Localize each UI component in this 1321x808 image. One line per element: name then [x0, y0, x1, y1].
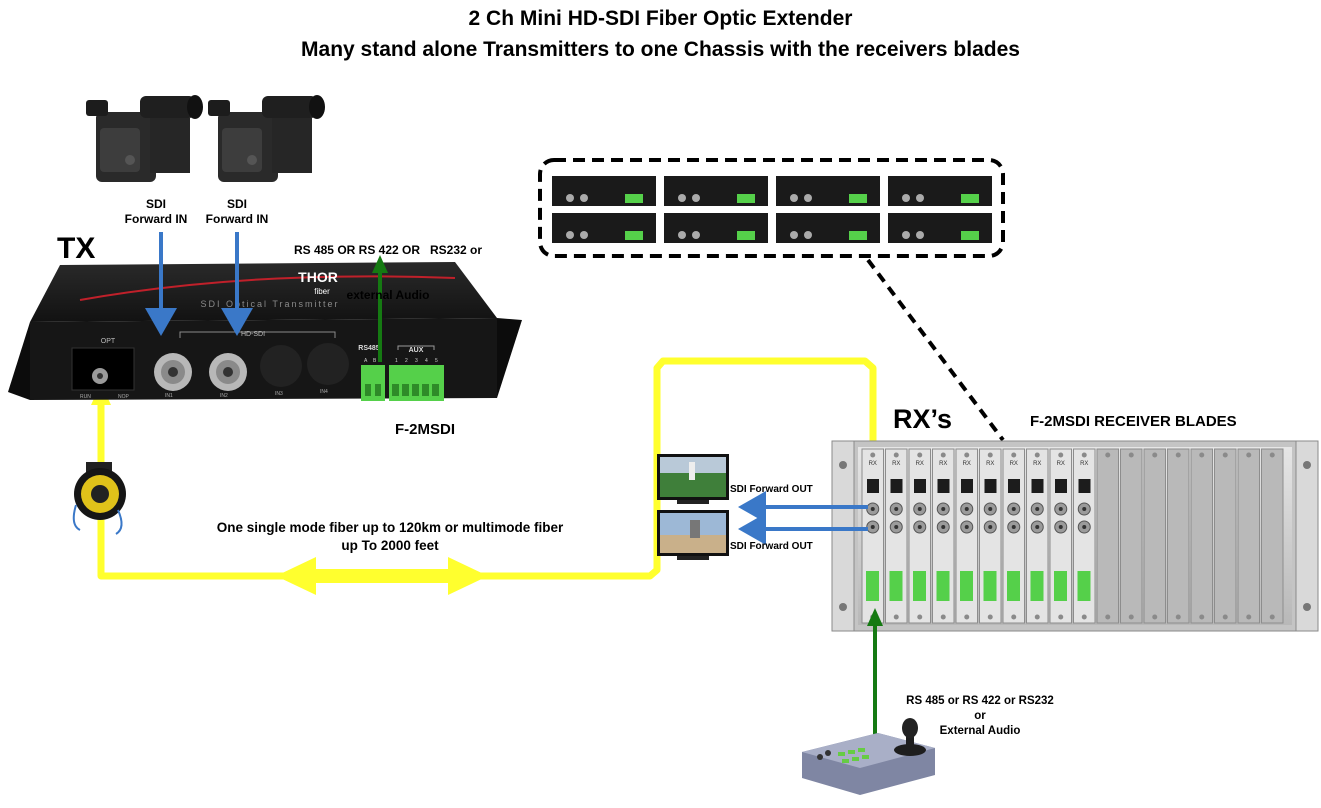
rx-blade: RX [885, 448, 908, 624]
tx-port-cap-3 [260, 345, 302, 387]
rx-unit-8 [888, 213, 992, 243]
rx-blade: RX [861, 448, 884, 624]
sdi-output-1-label: SDI Forward OUT [730, 484, 813, 495]
chassis-title: F-2MSDI RECEIVER BLADES [1030, 413, 1237, 430]
tx-rs-pin-a: A [364, 358, 368, 364]
rx-blade-label: RX [1080, 461, 1088, 467]
group-to-chassis-dashed-line [866, 258, 1005, 442]
tx-model-label: F-2MSDI [395, 421, 455, 438]
tx-panel-caption: SDI Optical Transmitter [200, 299, 339, 309]
sdi-input-1-label: SDI Forward IN [111, 197, 201, 227]
rx-blade-label: RX [1010, 461, 1018, 467]
tx-rs485-label: RS485 [358, 345, 380, 352]
empty-slot [1120, 448, 1143, 624]
rx-blade-label: RX [892, 461, 900, 467]
sdi-output-2-label: SDI Forward OUT [730, 541, 813, 552]
tx-port-label-4: IN4 [320, 389, 328, 395]
controller-label-line3: External Audio [939, 725, 1021, 737]
empty-slot [1190, 448, 1213, 624]
tx-port-label-2: IN2 [220, 393, 228, 399]
title-line-1: 2 Ch Mini HD-SDI Fiber Optic Extender [468, 7, 853, 30]
controller-label-line2: or [974, 710, 986, 722]
tx-aux-pin-5: 5 [435, 358, 438, 364]
empty-slot [1096, 448, 1119, 624]
rx-blade: RX [1002, 448, 1025, 624]
rx-unit-6 [664, 213, 768, 243]
tx-port-cap-4 [307, 343, 349, 385]
tx-aux-pin-1: 1 [395, 358, 398, 364]
tx-brand: THOR [298, 269, 338, 285]
rx-blade-label: RX [1057, 461, 1065, 467]
receiver-units-group [538, 158, 1005, 258]
camera-2-icon [208, 95, 325, 182]
tx-rs-pin-b: B [373, 358, 377, 364]
data-input-line1: RS 485 OR RS 422 OR RS232 or [293, 243, 483, 257]
tx-brand-sub: fiber [314, 287, 330, 296]
tx-aux-pin-2: 2 [405, 358, 408, 364]
rx-blade: RX [908, 448, 931, 624]
monitor-1-icon [657, 454, 729, 504]
rx-blade-label: RX [963, 461, 971, 467]
monitor-2-icon [657, 510, 729, 560]
sdi-input-1-line2: Forward IN [124, 212, 188, 226]
sdi-input-2-line1: SDI [226, 197, 247, 211]
sdi-input-1-line1: SDI [145, 197, 166, 211]
fiber-description-line2: up To 2000 feet [341, 538, 439, 553]
title-line-2: Many stand alone Transmitters to one Cha… [301, 38, 1020, 61]
fiber-arrow-left [276, 557, 316, 595]
tx-port-label-3: IN3 [275, 391, 283, 397]
tx-run-label: RUN [80, 394, 91, 400]
data-input-line2: external Audio [346, 288, 430, 302]
camera-1-icon [86, 95, 203, 182]
rx-blade: RX [932, 448, 955, 624]
fiber-arrow-right [448, 557, 488, 595]
sdi-input-2-line2: Forward IN [205, 212, 269, 226]
tx-opt-label: OPT [101, 338, 116, 345]
ptz-controller-icon [802, 718, 935, 795]
rx-blade: RX [1049, 448, 1072, 624]
rx-unit-3 [776, 176, 880, 206]
rx-label: RX’s [893, 404, 953, 434]
rx-blade-label: RX [939, 461, 947, 467]
rx-blade-label: RX [1033, 461, 1041, 467]
receiver-blades: RX RX RX RX RX RX RX RX RX RX [861, 448, 1284, 624]
rx-blade-label: RX [869, 461, 877, 467]
rx-unit-7 [776, 213, 880, 243]
empty-slot [1167, 448, 1190, 624]
fiber-reel-icon [72, 462, 126, 535]
fiber-description-line1: One single mode fiber up to 120km or mul… [216, 520, 564, 535]
rx-unit-1 [552, 176, 656, 206]
rx-blade: RX [955, 448, 978, 624]
rx-receiver-chassis: RX RX RX RX RX RX RX RX RX RX [831, 440, 1319, 632]
rx-blade: RX [1073, 448, 1096, 624]
tx-port-label-1: IN1 [165, 393, 173, 399]
data-input-label: RS 485 OR RS 422 OR RS232 or external Au… [278, 213, 498, 333]
tx-label: TX [57, 232, 96, 265]
rx-blade: RX [1026, 448, 1049, 624]
controller-label: RS 485 or RS 422 or RS232 or External Au… [880, 694, 1080, 739]
rx-blade-label: RX [986, 461, 994, 467]
sdi-input-2-label: SDI Forward IN [192, 197, 282, 227]
tx-rs485-terminal [361, 365, 385, 401]
tx-nop-label: NOP [118, 394, 130, 400]
rx-blade: RX [979, 448, 1002, 624]
tx-bnc-port-2 [209, 353, 247, 391]
rx-unit-2 [664, 176, 768, 206]
rx-unit-5 [552, 213, 656, 243]
tx-aux-pin-3: 3 [415, 358, 418, 364]
controller-label-line1: RS 485 or RS 422 or RS232 [906, 695, 1054, 707]
tx-hd-sdi-label: HD-SDI [241, 331, 265, 338]
empty-slot [1214, 448, 1237, 624]
tx-bnc-port-1 [154, 353, 192, 391]
tx-aux-pin-4: 4 [425, 358, 428, 364]
tx-aux-label: AUX [409, 347, 424, 354]
fiber-description: One single mode fiber up to 120km or mul… [160, 519, 620, 555]
rx-blade-label: RX [916, 461, 924, 467]
empty-slot [1237, 448, 1260, 624]
empty-slot [1261, 448, 1284, 624]
empty-slot [1143, 448, 1166, 624]
rx-unit-4 [888, 176, 992, 206]
